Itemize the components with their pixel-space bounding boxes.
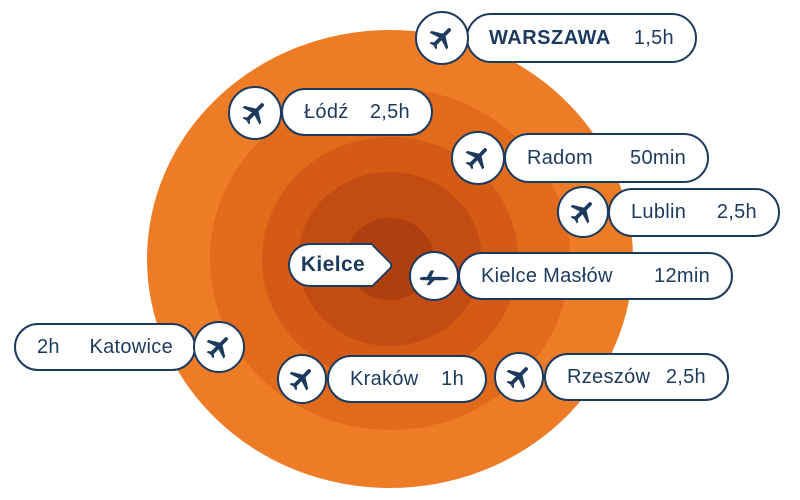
city-pill-lublin: Lublin 2,5h [608,188,780,237]
city-name: Łódź [304,100,349,123]
plane-badge-katowice [193,321,245,373]
plane-badge-lodz [228,86,282,140]
plane-top-icon [463,143,493,173]
plane-badge-lublin [557,186,609,238]
center-city-pointer: Kielce [288,243,395,287]
plane-top-icon [204,332,234,362]
plane-badge-radom [451,131,505,185]
city-pill-katowice: Katowice 2h [14,323,196,371]
city-name: Lublin [631,201,687,223]
plane-badge-kielce-maslow [409,251,459,301]
city-name: Kraków [350,367,419,390]
city-pill-rzeszow: Rzeszów 2,5h [544,353,729,401]
travel-time: 2,5h [665,365,706,388]
plane-top-icon [504,362,534,392]
city-name: Katowice [89,335,173,358]
travel-time: 1,5h [633,26,674,49]
center-city-label: Kielce [300,253,366,276]
plane-top-icon [568,197,598,227]
city-name: Radom [527,146,593,169]
plane-top-icon [240,98,270,128]
city-name: WARSZAWA [489,26,611,49]
city-pill-warszawa: WARSZAWA 1,5h [466,13,697,63]
city-pill-kielce-maslow: Kielce Masłów 12min [458,252,733,300]
travel-time: 50min [630,146,686,169]
plane-badge-rzeszow [494,352,544,402]
city-pill-radom: Radom 50min [504,133,709,183]
travel-time: 2h [37,335,60,358]
travel-time: 12min [654,264,710,287]
city-pill-krakow: Kraków 1h [327,355,487,403]
plane-badge-warszawa [415,11,469,65]
travel-time: 2,5h [369,100,410,123]
city-name: Rzeszów [567,365,651,388]
city-name: Kielce Masłów [481,264,613,287]
pointer-body: Kielce [288,243,372,287]
plane-side-icon [417,264,451,288]
city-pill-lodz: Łódź 2,5h [281,88,433,136]
plane-top-icon [427,23,457,53]
plane-top-icon [287,364,317,394]
travel-time: 1h [441,367,464,390]
plane-badge-krakow [277,354,327,404]
travel-time: 2,5h [716,201,757,223]
